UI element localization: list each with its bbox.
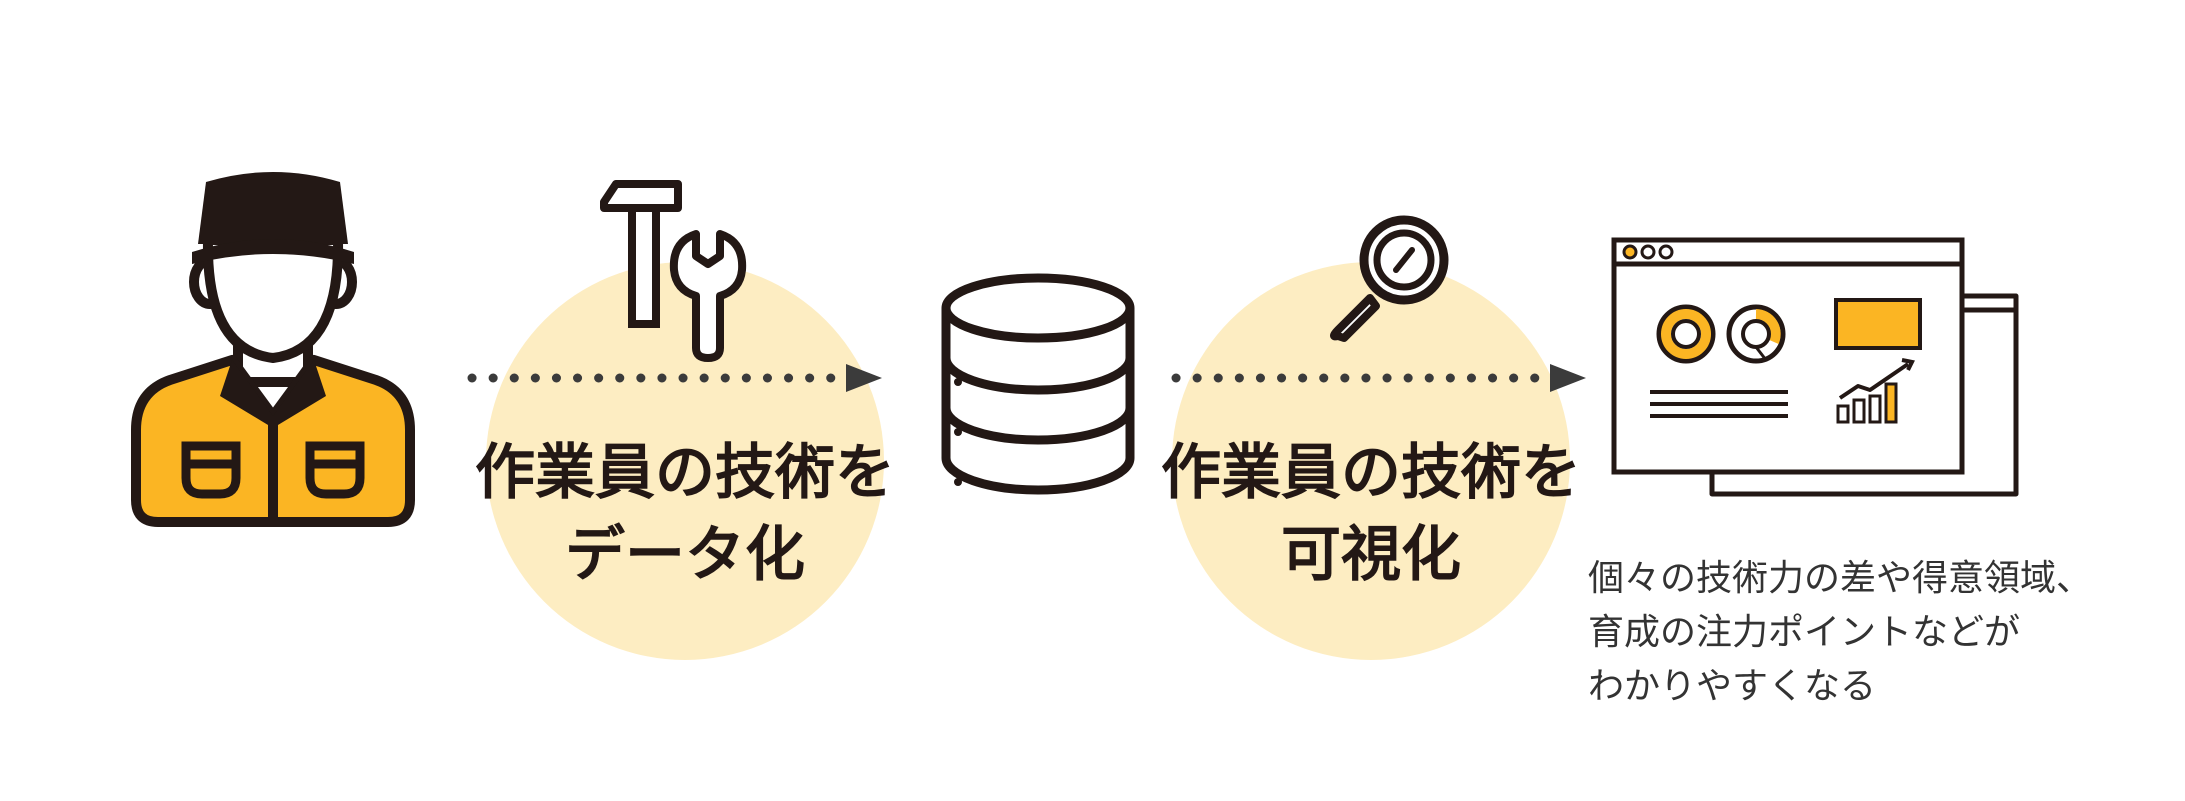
tools-icon xyxy=(600,180,747,362)
step-bubble-1 xyxy=(486,262,884,660)
magnifier-icon xyxy=(1330,215,1449,342)
step-bubble-2 xyxy=(1172,262,1570,660)
dashboard-window-icon xyxy=(1611,237,2019,497)
step-label-line: 作業員の技術を xyxy=(475,438,895,508)
database-icon xyxy=(941,273,1135,495)
result-line: わかりやすくなる xyxy=(1588,666,1877,707)
arrow-2 xyxy=(1171,364,1586,392)
step-label-line: データ化 xyxy=(565,520,805,590)
arrow-1 xyxy=(467,364,882,392)
step-label-visualize: 作業員の技術を 可視化 xyxy=(1161,432,1581,596)
step-label-line: 可視化 xyxy=(1281,520,1461,590)
result-description: 個々の技術力の差や得意領域、 育成の注力ポイントなどが わかりやすくなる xyxy=(1588,552,2092,714)
step-label-datafy: 作業員の技術を データ化 xyxy=(475,432,895,596)
result-line: 育成の注力ポイントなどが xyxy=(1588,612,2021,653)
step-label-line: 作業員の技術を xyxy=(1161,438,1581,508)
worker-icon xyxy=(131,172,415,527)
result-line: 個々の技術力の差や得意領域、 xyxy=(1588,558,2093,599)
